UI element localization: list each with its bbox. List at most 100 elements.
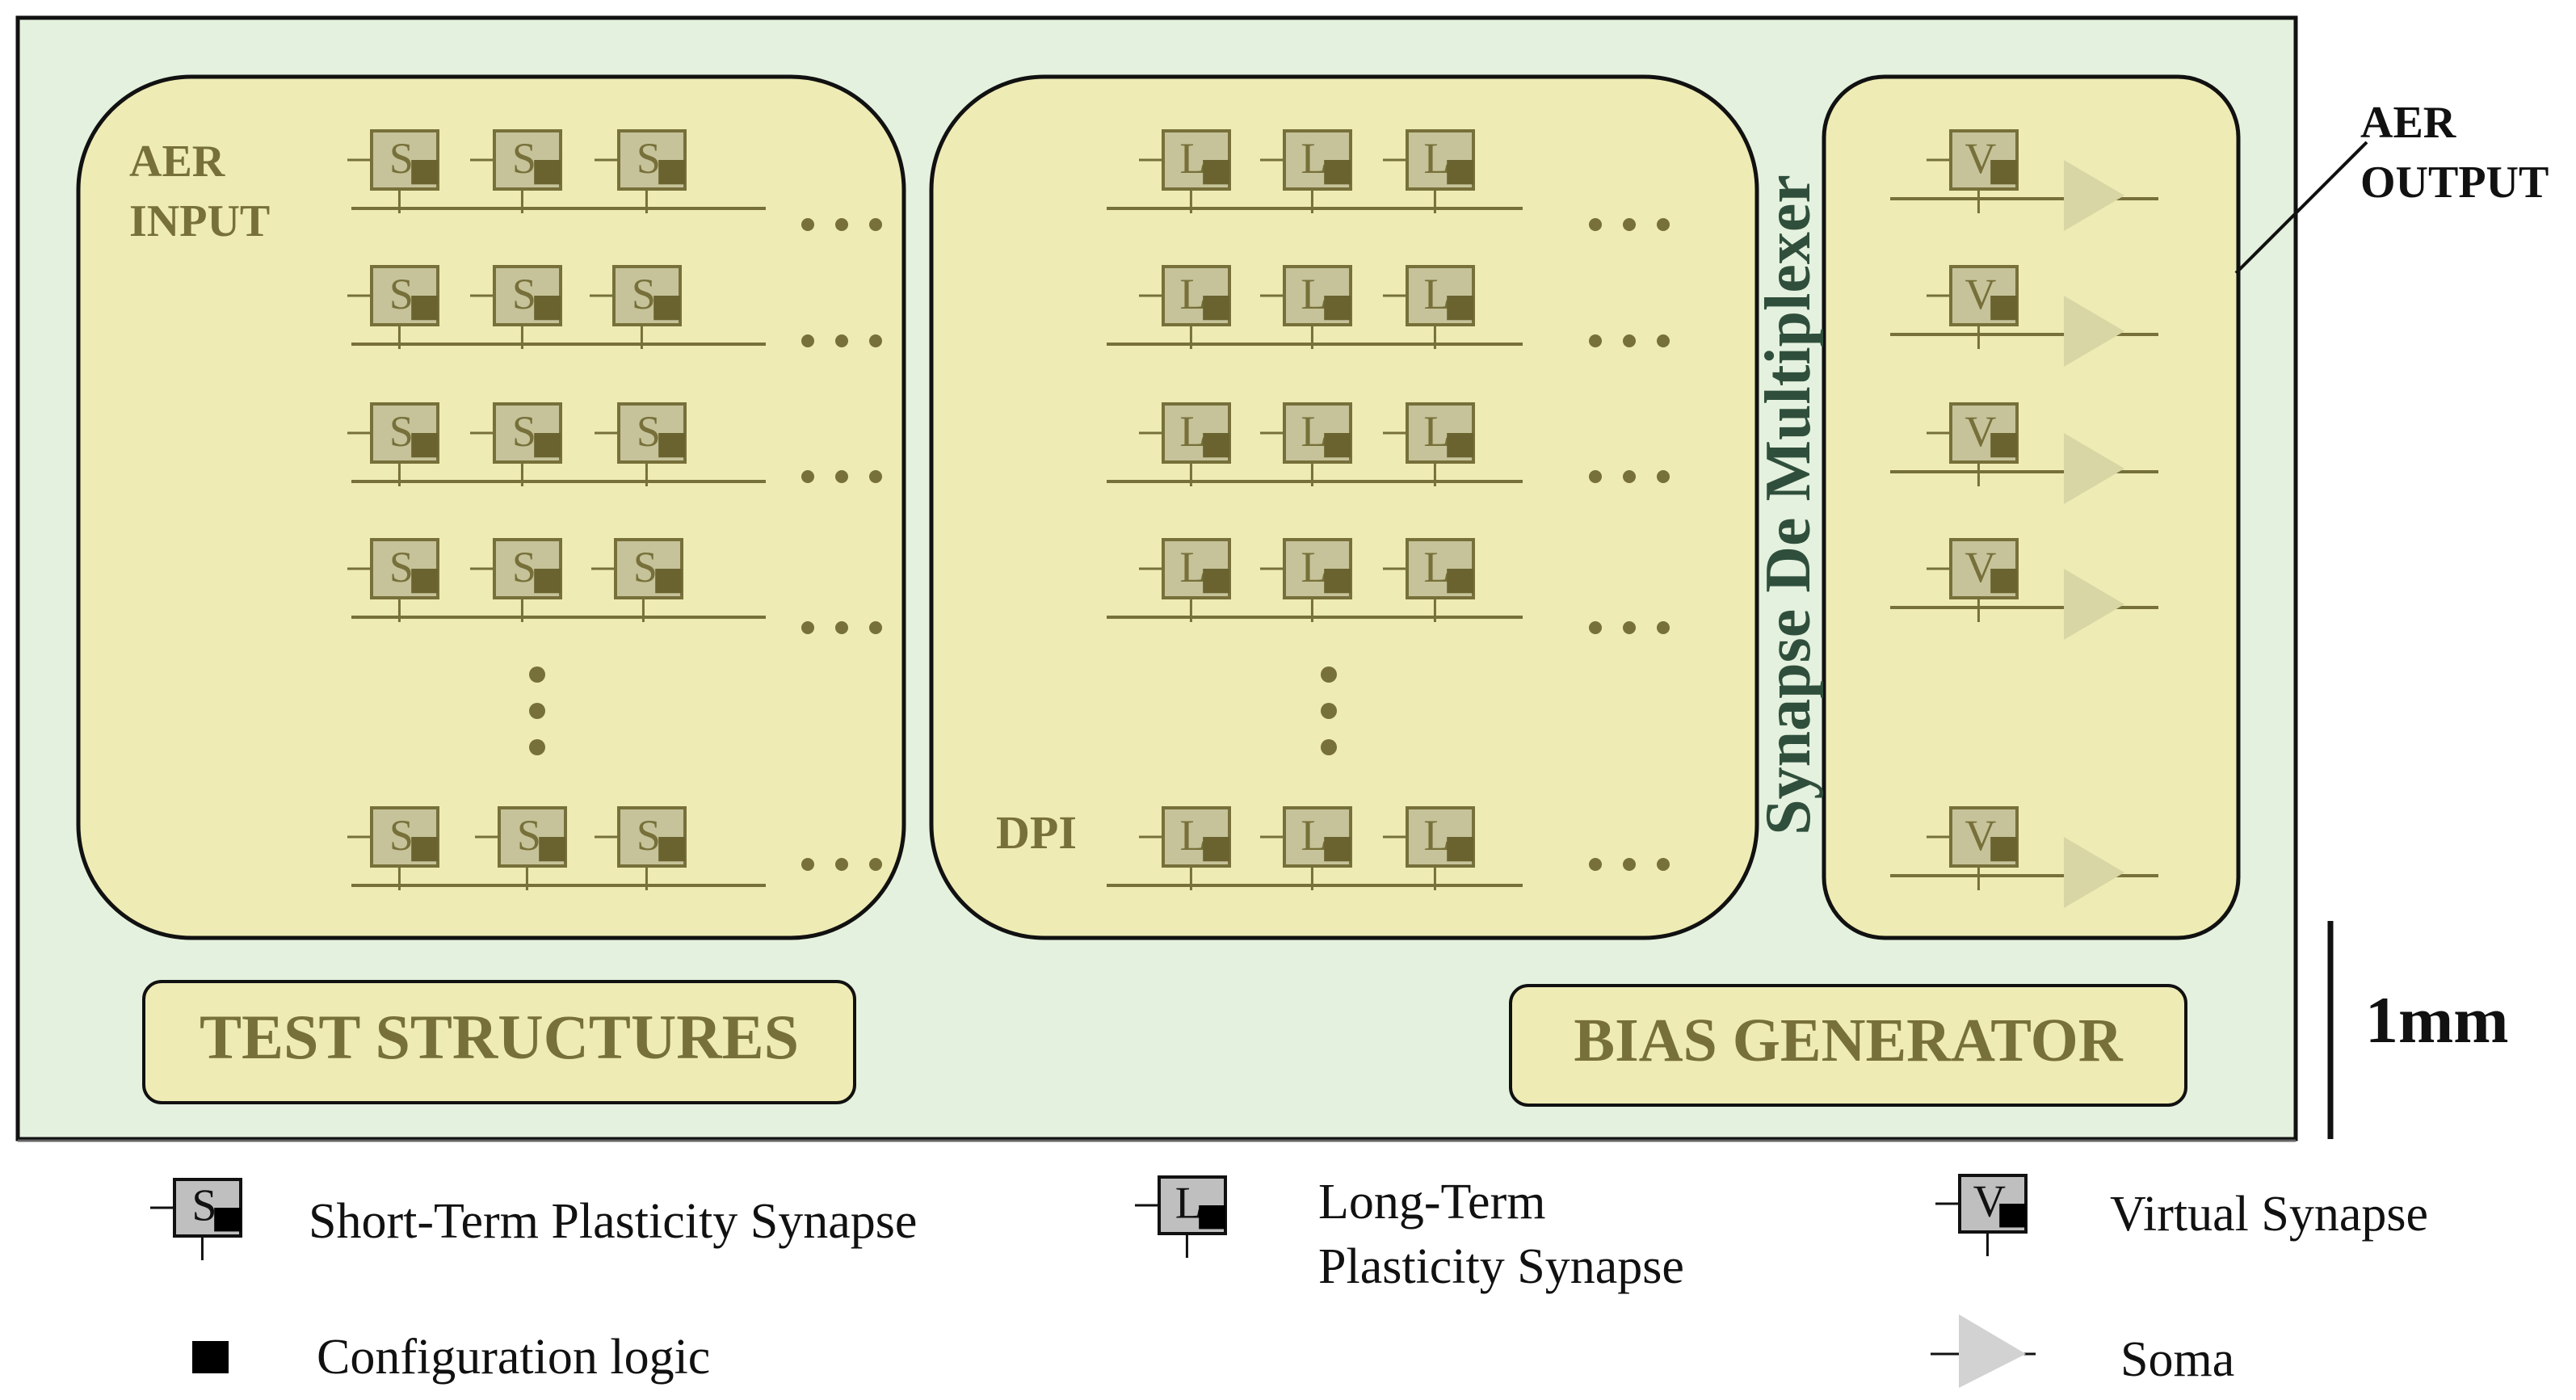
dot (1623, 470, 1636, 483)
soma-triangle (2064, 837, 2124, 908)
cell-letter: S (389, 407, 414, 456)
configuration-logic-square (534, 433, 561, 458)
cell-letter: S (512, 134, 536, 183)
cell-letter: L (1301, 134, 1327, 183)
virtual-synapse-cell: V (1927, 129, 2019, 213)
configuration-logic-square (1999, 1204, 2026, 1228)
cell-letter: L (1179, 811, 1206, 860)
cell-letter: S (512, 270, 536, 318)
cell-letter: S (389, 270, 414, 318)
aer-output-leader-line (2234, 141, 2368, 275)
ltp-synapse-cell: L (1139, 402, 1231, 486)
ltp-synapse-cell: L (1260, 538, 1352, 622)
legend-soma-label: Soma (2120, 1332, 2234, 1387)
dot (801, 858, 814, 871)
stp-synapse-cell: S (347, 265, 439, 349)
dot (835, 218, 848, 231)
cell-letter: L (1179, 134, 1206, 183)
legend-ltp-label-line1: Long-Term (1318, 1175, 1545, 1230)
dot (869, 858, 882, 871)
configuration-logic-square (411, 160, 438, 185)
configuration-logic-square (1324, 569, 1351, 594)
soma-triangle (2064, 433, 2124, 504)
cell-letter: S (632, 270, 656, 318)
stp-synapse-array-block (76, 74, 906, 940)
stp-synapse-cell: S (595, 806, 687, 890)
configuration-logic-square (214, 1208, 241, 1232)
configuration-logic-square (658, 160, 685, 185)
legend-config-logic-square (192, 1341, 229, 1373)
legend-config-label: Configuration logic (317, 1330, 710, 1385)
legend-virtual-label: Virtual Synapse (2110, 1187, 2428, 1242)
ltp-synapse-cell: L (1260, 129, 1352, 213)
ltp-synapse-cell: L (1383, 806, 1475, 890)
dot (529, 703, 545, 719)
configuration-logic-square (1447, 569, 1473, 594)
stp-synapse-cell: S (475, 806, 567, 890)
cell-letter: S (389, 811, 414, 860)
stp-synapse-cell: S (595, 129, 687, 213)
virtual-synapse-cell: V (1927, 402, 2019, 486)
cell-letter: L (1423, 543, 1450, 591)
configuration-logic-square (1199, 1205, 1225, 1230)
configuration-logic-square (1324, 160, 1351, 185)
configuration-logic-square (411, 569, 438, 594)
cell-letter: L (1175, 1178, 1203, 1228)
test-structures-label: TEST STRUCTURES (200, 1002, 799, 1072)
demux-label: Synapse De Multiplexer (1753, 174, 1824, 835)
dot (835, 858, 848, 871)
dot (1623, 621, 1636, 634)
stp-row-continuation-dots (801, 858, 882, 871)
cell-letter: L (1423, 811, 1450, 860)
cell-letter: S (389, 134, 414, 183)
stp-row-continuation-dots (801, 470, 882, 483)
configuration-logic-square (1447, 433, 1473, 458)
stp-synapse-cell: S (470, 265, 562, 349)
stp-synapse-cell: S (591, 538, 683, 622)
virtual-synapse-cell: V (1927, 265, 2019, 349)
stp-synapse-cell: S (347, 806, 439, 890)
configuration-logic-square (1324, 837, 1351, 862)
dot (801, 334, 814, 347)
configuration-logic-square (1447, 296, 1473, 321)
dot (835, 621, 848, 634)
cell-letter: S (517, 811, 541, 860)
dot (869, 470, 882, 483)
aer-input-label: AER INPUT (129, 137, 270, 246)
configuration-logic-square (1990, 160, 2017, 185)
stp-synapse-cell: S (347, 402, 439, 486)
dot (1589, 218, 1602, 231)
cell-letter: S (389, 543, 414, 591)
dot (1589, 470, 1602, 483)
dot (1657, 621, 1670, 634)
stp-synapse-cell: S (470, 402, 562, 486)
dpi-label: DPI (996, 806, 1077, 859)
stp-column-continuation-dots (529, 666, 545, 755)
ltp-synapse-array-block (929, 74, 1759, 940)
ltp-column-continuation-dots (1321, 666, 1337, 755)
dot (1589, 334, 1602, 347)
dot (1321, 703, 1337, 719)
ltp-synapse-cell: L (1260, 265, 1352, 349)
configuration-logic-square (1447, 160, 1473, 185)
legend-virtual-symbol: V (1935, 1174, 2028, 1256)
legend-ltp-label: Long-Term Plasticity Synapse (1318, 1175, 1684, 1294)
configuration-logic-square (1324, 296, 1351, 321)
configuration-logic-square (1203, 837, 1229, 862)
dot (1657, 218, 1670, 231)
ltp-synapse-cell: L (1383, 265, 1475, 349)
configuration-logic-square (1324, 433, 1351, 458)
stp-row-continuation-dots (801, 621, 882, 634)
cell-letter: L (1179, 407, 1206, 456)
ltp-synapse-cell: L (1139, 538, 1231, 622)
dot (801, 218, 814, 231)
dot (869, 621, 882, 634)
dot (801, 470, 814, 483)
stp-synapse-cell: S (470, 538, 562, 622)
bias-generator-label: BIAS GENERATOR (1574, 1007, 2123, 1074)
soma-triangle (2064, 160, 2124, 231)
dot (835, 470, 848, 483)
cell-letter: L (1179, 543, 1206, 591)
